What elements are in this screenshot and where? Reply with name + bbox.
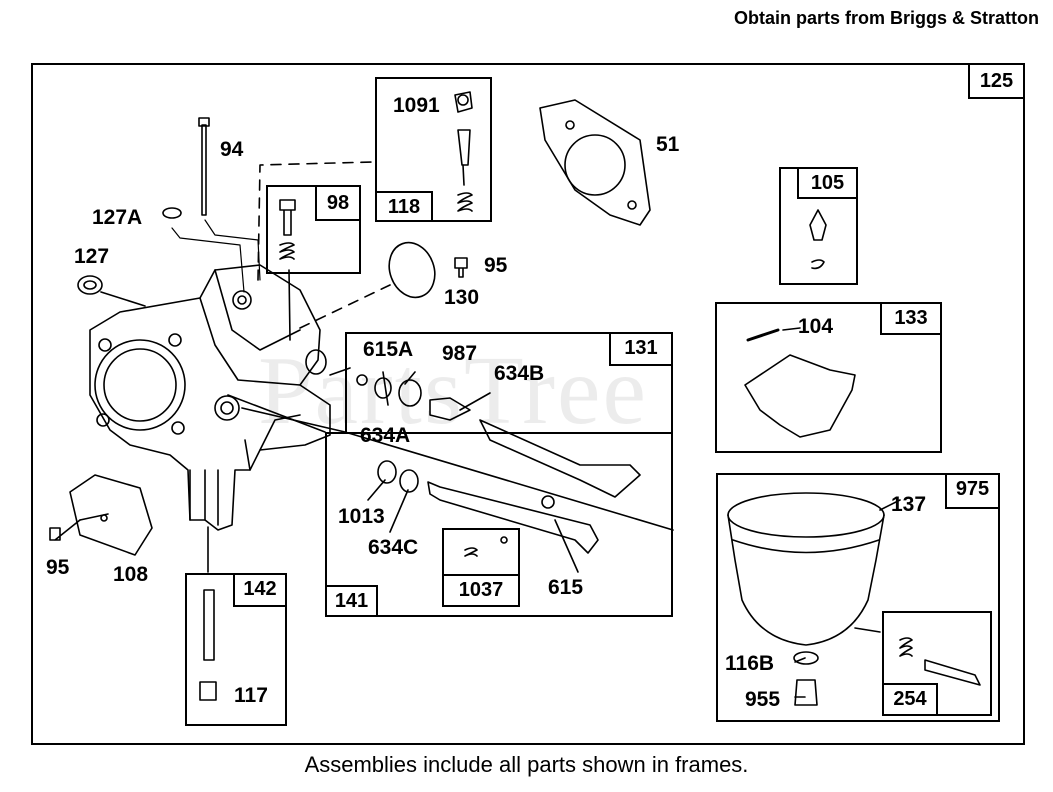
gasket-51 xyxy=(539,99,651,226)
frame-133-box xyxy=(715,302,942,453)
frame-tag-118: 118 xyxy=(375,191,433,222)
frame-tag-133: 133 xyxy=(880,302,942,335)
frame-131-box xyxy=(345,332,673,433)
label-127A: 127A xyxy=(92,206,143,229)
footer-note: Assemblies include all parts shown in fr… xyxy=(304,752,749,777)
frame-975-box xyxy=(716,473,1000,722)
label-116B: 116B xyxy=(725,652,775,675)
label-1091: 1091 xyxy=(393,94,440,117)
frame-tag-98: 98 xyxy=(315,185,361,221)
frame-tag-1037: 1037 xyxy=(442,574,520,607)
label-95-lower: 95 xyxy=(46,556,70,579)
label-634C: 634C xyxy=(368,536,419,559)
frame-tag-131: 131 xyxy=(609,332,673,366)
label-615: 615 xyxy=(548,576,584,599)
label-95-upper: 95 xyxy=(484,254,508,277)
frame-118-box xyxy=(375,77,492,222)
label-987: 987 xyxy=(442,342,478,365)
frame-98-box xyxy=(266,185,361,274)
screw-94 xyxy=(198,117,210,216)
frame-tag-254: 254 xyxy=(882,683,938,716)
label-137: 137 xyxy=(891,493,927,516)
diagram-frame xyxy=(31,63,1025,745)
label-51: 51 xyxy=(656,133,680,156)
frame-141-box xyxy=(325,432,673,617)
choke-plate-108 xyxy=(69,474,153,556)
label-127: 127 xyxy=(74,245,110,268)
label-104: 104 xyxy=(798,315,834,338)
label-117: 117 xyxy=(234,684,268,707)
header-note: Obtain parts from Briggs & Stratton xyxy=(733,8,1039,28)
frame-tag-141: 141 xyxy=(325,585,378,617)
frame-tag-142: 142 xyxy=(233,573,287,607)
frame-tag-975: 975 xyxy=(945,473,1000,509)
label-634B: 634B xyxy=(494,362,545,385)
label-108: 108 xyxy=(113,563,149,586)
label-615A: 615A xyxy=(363,338,414,361)
frame-tag-125: 125 xyxy=(968,63,1025,99)
label-130: 130 xyxy=(444,286,480,309)
label-94: 94 xyxy=(220,138,244,161)
frame-tag-105: 105 xyxy=(797,167,858,199)
label-1013: 1013 xyxy=(338,505,385,528)
label-634A: 634A xyxy=(360,424,411,447)
carburetor-body xyxy=(89,264,331,531)
label-955: 955 xyxy=(745,688,781,711)
